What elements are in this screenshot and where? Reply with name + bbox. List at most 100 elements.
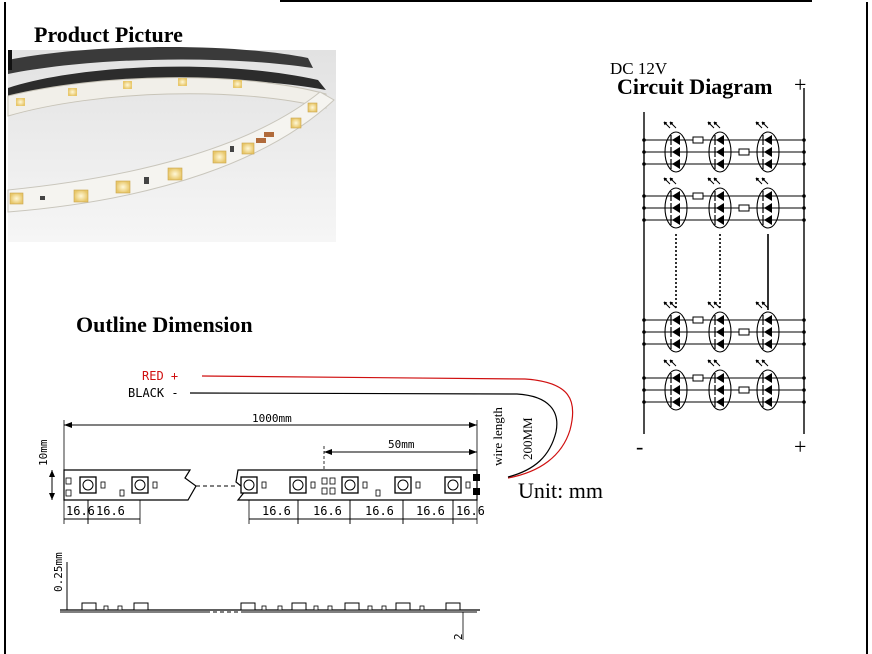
led-groups [642,121,806,411]
pitch-label: 16.6 [365,504,394,518]
wire-length-label: wire length [490,407,505,466]
diode-symbol [764,135,772,145]
strip-led [394,476,421,494]
light-emission-arrows [707,301,721,309]
diode-symbol [672,339,680,349]
diode-symbol [672,191,680,201]
diode-symbol [672,385,680,395]
smd-pad [65,489,72,497]
diode-symbol [672,203,680,213]
diode-symbol [672,147,680,157]
red-wire [201,375,574,479]
resistor-symbol [738,204,750,212]
smd-pad [321,477,328,485]
light-emission-arrows [707,121,721,129]
diode-symbol [716,203,724,213]
product-picture-heading: Product Picture [34,22,183,47]
side-component [381,605,387,611]
diode-symbol [716,147,724,157]
diode-symbol [716,397,724,407]
light-emission-arrows [755,301,769,309]
diode-symbol [764,191,772,201]
side-component [117,605,123,611]
side-component [103,605,109,611]
plus-bottom-label: + [794,434,806,459]
side-height-label: 2 [452,633,465,640]
resistor-symbol [738,328,750,336]
smd-pad [65,477,72,485]
diode-symbol [672,215,680,225]
frame-left-border [4,2,6,654]
product-photo [7,46,336,242]
diode-symbol [764,315,772,325]
pitch-label: 16.6 [66,504,95,518]
smd-pad [119,489,125,497]
strip-led [289,476,316,494]
strip-led [240,476,267,494]
outline-dimension-drawing: RED + BLACK - 1000mm 50mm 10mm wire leng… [37,369,574,640]
diode-symbol [716,385,724,395]
side-component [313,605,319,611]
strip-led [79,476,106,494]
side-led [133,602,149,611]
side-component [367,605,373,611]
length-segment-label: 50mm [388,438,415,451]
light-emission-arrows [755,177,769,185]
diode-symbol [764,215,772,225]
strip-led [341,476,368,494]
strip-leds [65,474,480,497]
diode-symbol [672,315,680,325]
pitch-label: 16.6 [96,504,125,518]
red-wire-label: RED + [142,369,178,383]
outline-dimension-heading: Outline Dimension [76,312,253,337]
side-component [327,605,333,611]
voltage-label: DC 12V [610,59,668,78]
light-emission-arrows [755,359,769,367]
diode-symbol [764,159,772,169]
diode-symbol [764,203,772,213]
strip-led [131,476,158,494]
height-label: 10mm [37,439,50,466]
frame-top-border [280,0,812,2]
length-total-label: 1000mm [252,412,292,425]
side-led [445,602,461,611]
pitch-label: 16.6 [456,504,485,518]
pitch-label: 16.6 [262,504,291,518]
resistor-symbol [692,316,704,324]
diode-symbol [716,327,724,337]
side-led [240,602,256,611]
light-emission-arrows [663,121,677,129]
diode-symbol [764,339,772,349]
side-led [81,602,97,611]
diode-symbol [764,327,772,337]
wire-pad [473,488,480,495]
smd-pad [375,489,381,497]
side-component [277,605,283,611]
light-emission-arrows [707,359,721,367]
diode-symbol [764,397,772,407]
side-led [344,602,360,611]
diode-symbol [716,315,724,325]
led-group [642,177,806,229]
strip-led [444,476,471,494]
resistor-symbol [692,136,704,144]
light-emission-arrows [755,121,769,129]
diode-symbol [716,215,724,225]
wire-length-value: 200MM [520,417,535,460]
diode-symbol [716,159,724,169]
diode-symbol [716,191,724,201]
pitch-label: 16.6 [416,504,445,518]
light-emission-arrows [663,301,677,309]
wire-pad [473,474,480,481]
diode-symbol [672,159,680,169]
side-led [395,602,411,611]
circuit-diagram-heading: Circuit Diagram [617,74,773,99]
resistor-symbol [692,192,704,200]
light-emission-arrows [707,177,721,185]
frame-right-border [866,2,868,654]
side-component [419,605,425,611]
diode-symbol [764,373,772,383]
diode-symbol [672,397,680,407]
